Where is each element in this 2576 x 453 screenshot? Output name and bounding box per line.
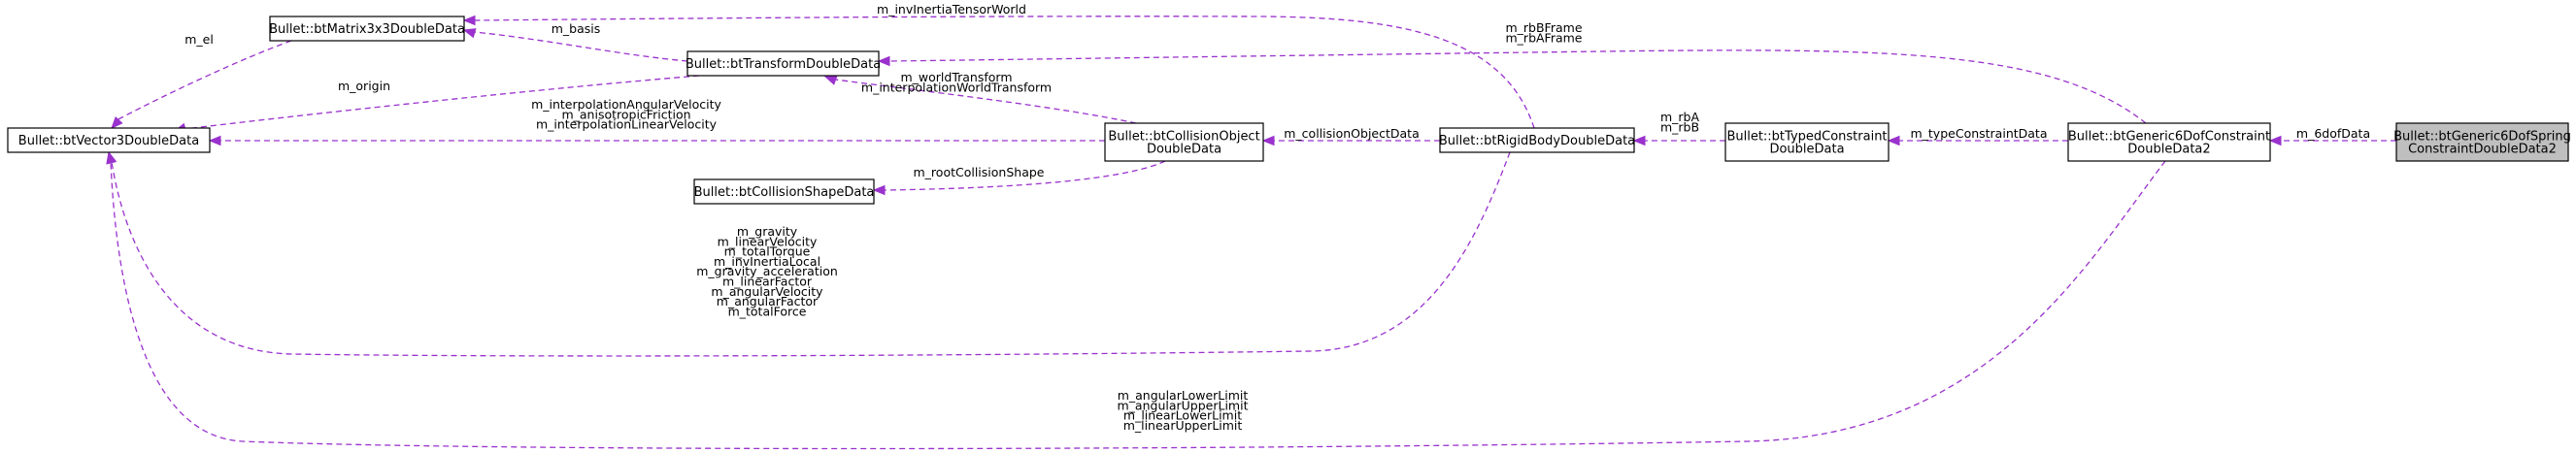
class-name: DoubleData2: [2127, 143, 2210, 157]
class-node-generic6dof[interactable]: Bullet::btGeneric6DofConstraintDoubleDat…: [2067, 122, 2271, 162]
edge-rigid-to-vector: m_gravitym_linearVelocitym_totalTorquem_…: [107, 150, 1511, 357]
edge-label: m_angularLowerLimit: [1118, 388, 1249, 403]
edge-line: [473, 31, 688, 62]
edge-label: m_linearLowerLimit: [1123, 408, 1242, 423]
arrowhead-icon: [1261, 135, 1275, 146]
edge-collobj-to-shape: m_rootCollisionShape: [872, 160, 1166, 196]
class-box[interactable]: [1724, 122, 1890, 162]
edge-label: m_rbAFrame: [1506, 30, 1583, 45]
edges-layer: m_elm_basism_originm_worldTransformm_int…: [106, 2, 2396, 450]
class-name: DoubleData: [1769, 143, 1844, 157]
edge-label: m_angularFactor: [717, 294, 819, 308]
arrowhead-icon: [462, 28, 477, 39]
edge-g6dof-to-typed: m_typeConstraintData: [1887, 126, 2068, 146]
arrowhead-icon: [1632, 135, 1646, 146]
class-node-rigid-body[interactable]: Bullet::btRigidBodyDoubleData: [1439, 127, 1635, 153]
edge-label: m_interpolationWorldTransform: [861, 80, 1052, 94]
class-box[interactable]: [2395, 122, 2569, 162]
class-box[interactable]: [269, 16, 465, 42]
edge-collobj-to-vector: m_interpolationAngularVelocitym_anisotro…: [208, 97, 1105, 146]
arrowhead-icon: [111, 115, 123, 129]
class-name: Bullet::btGeneric6DofConstraint: [2068, 130, 2270, 145]
class-node-transform[interactable]: Bullet::btTransformDoubleData: [686, 50, 881, 77]
edge-label: m_totalForce: [728, 304, 807, 318]
class-node-vector3[interactable]: Bullet::btVector3DoubleData: [7, 127, 211, 153]
arrowhead-icon: [2268, 135, 2282, 146]
edge-line: [110, 160, 2166, 450]
edge-label: m_totalTorque: [724, 244, 811, 259]
class-name: Bullet::btVector3DoubleData: [18, 134, 199, 148]
edge-label: m_anisotropicFriction: [561, 107, 690, 121]
edge-spring-to-g6dof: m_6dofData: [2268, 126, 2396, 146]
edge-line: [473, 16, 1535, 129]
class-box[interactable]: [7, 127, 211, 153]
class-name: Bullet::btTypedConstraint: [1726, 130, 1887, 145]
edge-g6dof-to-vector: m_angularLowerLimitm_angularUpperLimitm_…: [106, 150, 2166, 450]
edge-label: m_rbBFrame: [1505, 20, 1582, 35]
arrowhead-icon: [208, 135, 221, 146]
edge-transform-to-vector: m_origin: [173, 75, 700, 133]
edge-label: m_linearVelocity: [718, 234, 818, 248]
edge-label: m_6dofData: [2296, 126, 2370, 141]
class-box[interactable]: [1439, 127, 1635, 153]
class-box[interactable]: [2067, 122, 2271, 162]
edge-line: [883, 160, 1166, 191]
edge-label: m_rbA: [1660, 110, 1700, 124]
class-name: Bullet::btMatrix3x3DoubleData: [269, 22, 465, 37]
edge-label: m_rootCollisionShape: [914, 165, 1045, 179]
edge-label: m_gravity: [737, 224, 798, 239]
edge-label: m_typeConstraintData: [1910, 126, 2047, 141]
edge-line: [834, 79, 1137, 124]
class-name: Bullet::btRigidBodyDoubleData: [1439, 134, 1635, 148]
edge-label: m_origin: [338, 79, 390, 93]
arrowhead-icon: [877, 55, 890, 67]
edge-matrix-to-vector: m_el: [111, 32, 292, 129]
edge-label: m_angularVelocity: [711, 284, 823, 299]
edge-label: m_interpolationAngularVelocity: [531, 97, 721, 112]
class-name: DoubleData: [1147, 143, 1221, 157]
edge-label: m_interpolationLinearVelocity: [536, 117, 718, 132]
arrowhead-icon: [1887, 135, 1900, 146]
edge-collobj-to-transform: m_worldTransformm_interpolationWorldTran…: [823, 70, 1137, 124]
arrowhead-icon: [106, 150, 117, 165]
edge-label: m_invInertiaTensorWorld: [877, 2, 1026, 16]
edge-line: [184, 75, 700, 130]
edge-line: [116, 40, 292, 121]
arrowhead-icon: [462, 15, 476, 26]
class-box[interactable]: [1104, 122, 1264, 162]
class-node-generic6dof-spring[interactable]: Bullet::btGeneric6DofSpringConstraintDou…: [2393, 122, 2571, 162]
edge-line: [887, 49, 2147, 124]
edge-transform-to-matrix: m_basis: [462, 21, 688, 62]
class-box[interactable]: [693, 178, 875, 205]
class-name: Bullet::btCollisionShapeData: [694, 185, 875, 200]
edge-label: m_basis: [552, 21, 601, 36]
class-box[interactable]: [686, 50, 880, 77]
arrowhead-icon: [872, 184, 886, 196]
class-node-collision-shape[interactable]: Bullet::btCollisionShapeData: [693, 178, 875, 205]
class-node-matrix3x3[interactable]: Bullet::btMatrix3x3DoubleData: [269, 16, 465, 42]
edge-label: m_worldTransform: [900, 70, 1012, 84]
edge-label: m_rbB: [1660, 119, 1699, 134]
class-name: Bullet::btCollisionObject: [1108, 130, 1259, 145]
edge-rigid-to-matrix: m_invInertiaTensorWorld: [462, 2, 1535, 129]
class-name: Bullet::btGeneric6DofSpring: [2393, 130, 2571, 145]
edge-label: m_linearUpperLimit: [1123, 418, 1243, 433]
nodes-layer: Bullet::btVector3DoubleData Bullet::btMat…: [7, 16, 2571, 205]
edge-line: [111, 151, 1511, 357]
edge-label: m_linearFactor: [722, 275, 813, 289]
edge-rigid-to-collobj: m_collisionObjectData: [1261, 126, 1440, 146]
edge-label: m_angularUpperLimit: [1118, 398, 1249, 412]
class-name: Bullet::btTransformDoubleData: [686, 57, 881, 72]
arrowhead-icon: [823, 75, 838, 85]
edge-label: m_gravity_acceleration: [696, 264, 838, 278]
edge-label: m_invInertiaLocal: [714, 254, 820, 269]
edge-label: m_el: [184, 32, 214, 47]
edge-label: m_collisionObjectData: [1284, 126, 1419, 141]
class-name: ConstraintDoubleData2: [2408, 143, 2557, 157]
